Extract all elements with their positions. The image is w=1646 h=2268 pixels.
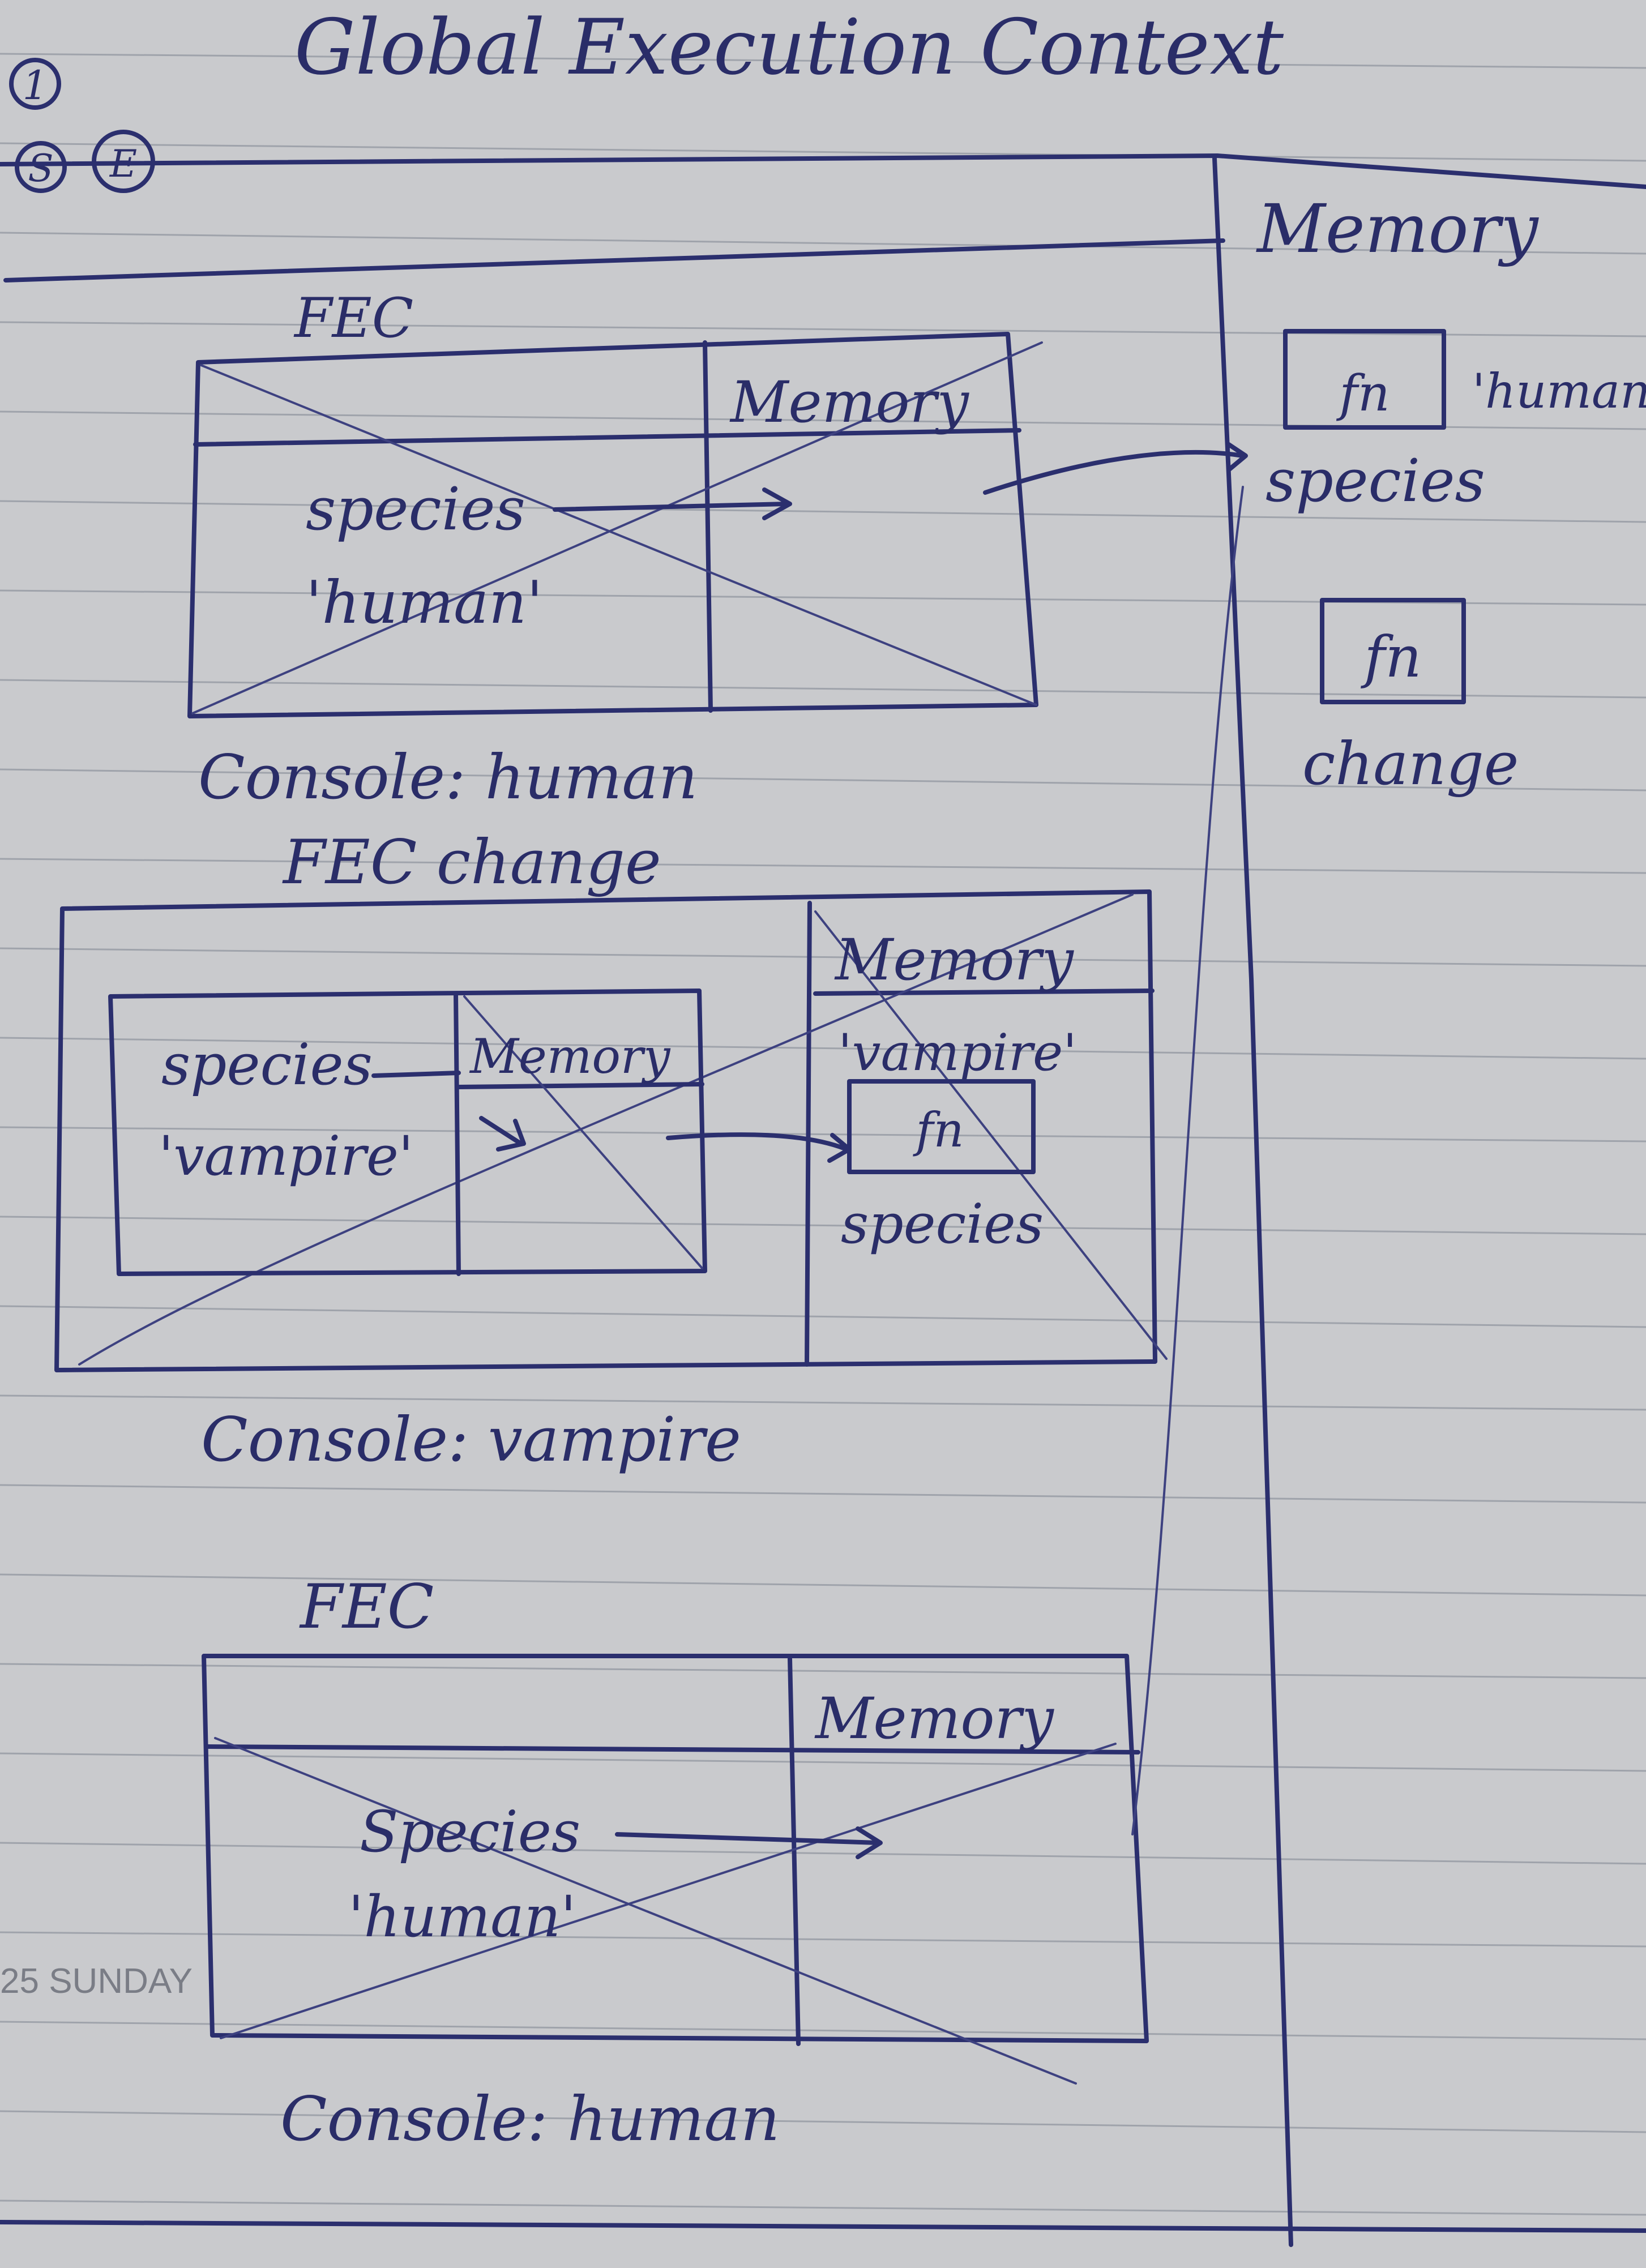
ruled-line: [0, 589, 1646, 606]
step-number: 1: [23, 62, 48, 109]
ruled-line: [0, 142, 1646, 162]
corner-mark-s-circle: [15, 141, 67, 193]
global-fn-box-species: [1283, 329, 1446, 430]
ruled-line: [0, 2199, 1646, 2216]
fec-2-inner-memory-header: Memory: [469, 1029, 671, 1084]
fec-3-arrow: [615, 1826, 883, 1859]
global-memory: Memory fn 'human' species fn change: [1256, 190, 1646, 798]
fec-2-memory-value: 'vampire': [838, 1023, 1077, 1082]
fec-2-memory-name: species: [841, 1192, 1044, 1256]
fec-2-divider: [805, 901, 812, 1367]
ruled-line: [0, 768, 1646, 791]
fec-2-memory-header: Memory: [834, 927, 1074, 993]
fec-3-memory-header: Memory: [814, 1685, 1054, 1752]
fec-1-divider: [703, 340, 713, 713]
fec-2-inner-divider: [454, 991, 461, 1276]
ruled-line: [0, 1842, 1646, 1865]
corner-mark-s: S: [28, 147, 53, 190]
fec-2-memory-header-line: [813, 988, 1155, 996]
fec-1-cross-out: [191, 341, 1043, 714]
ruled-line: [0, 1037, 1646, 1060]
fec-2-inner-cross-out: [463, 995, 703, 1269]
ruled-line: [0, 1931, 1646, 1948]
fec-2-console: Console: vampire: [201, 1405, 741, 1475]
fec-1-to-global-arrow: [983, 442, 1248, 495]
fec-2: FEC change Memory 'vampire' fn species M…: [54, 827, 1168, 1475]
title-row: 1 Global Execution Context S E: [9, 3, 1284, 193]
fec-2-inner-memory-line: [456, 1082, 704, 1089]
fec-2-frame: [54, 889, 1157, 1372]
gec-bottom-line: [0, 2220, 1646, 2233]
fec-1-arrow: [553, 487, 792, 520]
ruled-line: [0, 53, 1646, 69]
ruled-line: [0, 321, 1646, 337]
page-title: Global Execution Context: [294, 3, 1284, 92]
gec-frame: [0, 153, 1646, 2247]
fec-1-console: Console: human: [198, 742, 698, 813]
global-fn-box-change: [1320, 598, 1466, 704]
global-fn-box-species-label: fn: [1336, 364, 1390, 422]
fec-3-label: FEC: [299, 1572, 434, 1642]
gec-divider: [1212, 156, 1293, 2247]
step-number-circle: [9, 58, 61, 110]
fec-1-header-line: [193, 428, 1021, 447]
ruled-line: [0, 679, 1646, 699]
fec-3-variable: Species: [360, 1799, 580, 1865]
ruled-line: [0, 1216, 1646, 1235]
fec-1-variable: species: [306, 474, 525, 544]
ruled-line: [0, 500, 1646, 523]
ruled-line: [0, 1752, 1646, 1772]
global-species-name: species: [1266, 446, 1485, 515]
ruled-line: [0, 232, 1646, 255]
fec-2-label: FEC change: [282, 827, 661, 898]
fec-3-header-line: [204, 1744, 1140, 1755]
ruled-line: [0, 1305, 1646, 1328]
fec-1-value: 'human': [306, 568, 543, 637]
fec-2-inner-dash: [371, 1071, 461, 1078]
ruled-line: [0, 947, 1646, 967]
fec-3: FEC Memory Species 'human' Console: huma…: [202, 1572, 1149, 2155]
fec-2-inner-frame: [108, 988, 707, 1276]
ruled-line: [0, 858, 1646, 874]
fec-3-frame: [202, 1654, 1149, 2043]
fec-3-value: 'human': [348, 1884, 576, 1950]
ruled-line: [0, 1663, 1646, 1679]
ruled-line: [0, 2110, 1646, 2133]
global-memory-header: Memory: [1256, 190, 1539, 268]
fec-2-memory-fn-box: [847, 1079, 1036, 1174]
ruled-line: [0, 2021, 1646, 2040]
fec-1: FEC Memory species 'human' Console: huma…: [187, 286, 1248, 813]
global-species-value: 'human': [1472, 363, 1646, 419]
fec-2-memory-fn-label: fn: [912, 1102, 964, 1158]
global-fn-box-change-label: fn: [1360, 624, 1421, 690]
fec-2-inner-arrow: [479, 1116, 526, 1152]
fec-3-console: Console: human: [280, 2084, 780, 2155]
fec-1-memory-header: Memory: [729, 369, 969, 435]
ruled-line: [0, 1394, 1646, 1411]
fec-2-to-memory-arrow: [666, 1132, 852, 1163]
ruled-lines: [0, 53, 1646, 2216]
fec-2-inner-value: 'vampire': [159, 1124, 413, 1188]
fec-2-cross-out: [78, 893, 1168, 1366]
pencil-guide-line: [1131, 486, 1244, 1835]
fec-3-cross-out: [214, 1737, 1117, 2085]
ruled-line: [0, 1126, 1646, 1142]
gec-top-line: [0, 153, 1646, 189]
ruled-line: [0, 1573, 1646, 1597]
fec-1-label: FEC: [293, 286, 413, 350]
fec-3-divider: [788, 1657, 801, 2046]
printed-date: 25 SUNDAY: [0, 1962, 193, 2001]
gec-header-line: [3, 238, 1225, 283]
ruled-line: [0, 1484, 1646, 1504]
fec-2-inner-variable: species: [161, 1032, 373, 1098]
global-change-name: change: [1302, 729, 1519, 798]
